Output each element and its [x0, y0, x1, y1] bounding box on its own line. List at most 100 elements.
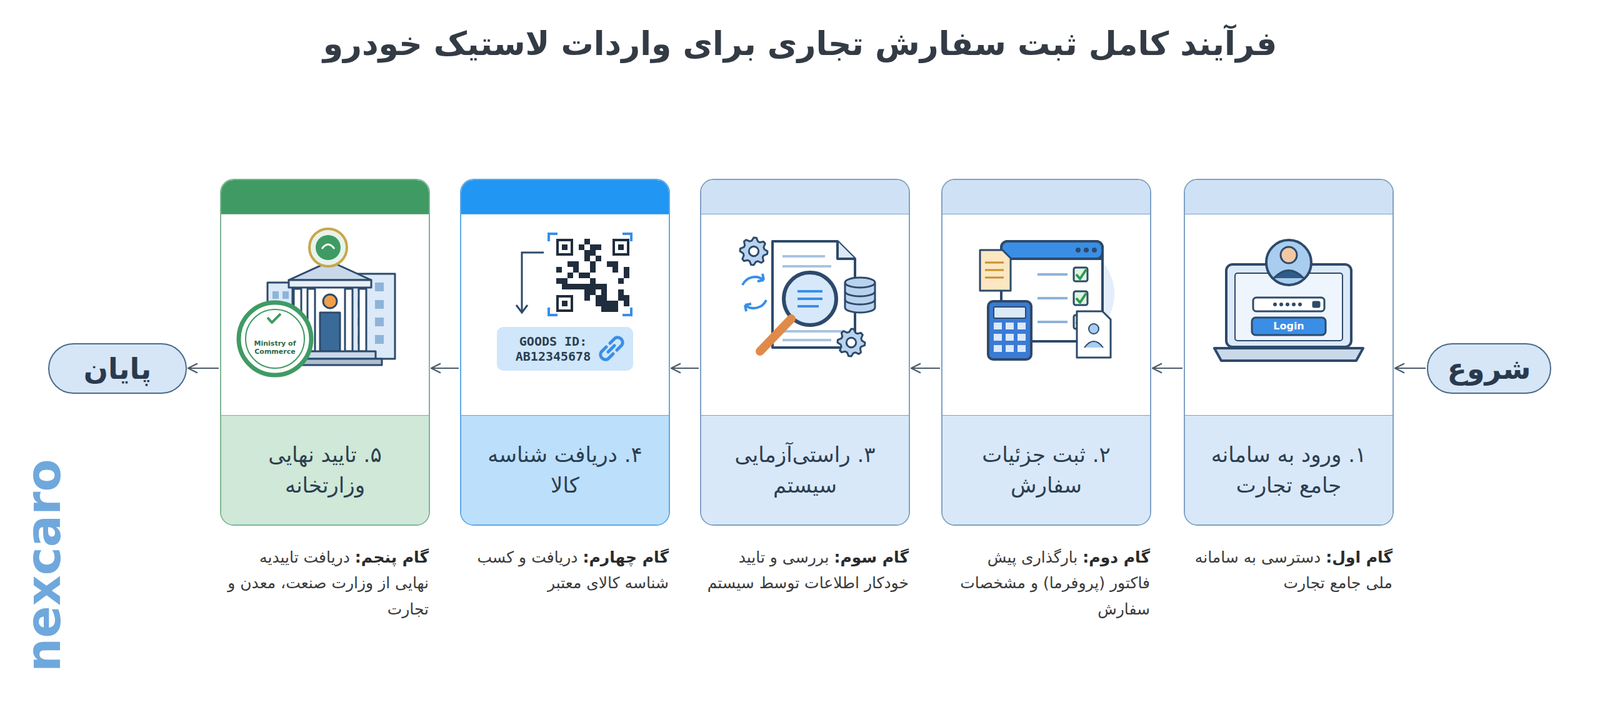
verification-icon-part-part: [797, 297, 823, 300]
goods-id-icon-part: [600, 337, 623, 360]
ministry-building-icon-part-part: [375, 300, 384, 309]
order-form-icon-part: [1001, 241, 1103, 259]
order-form-icon-part: [993, 322, 1026, 352]
goods-id-icon-part: [595, 295, 602, 301]
order-form-icon-part: [1075, 247, 1097, 253]
goods-id-icon-part: [612, 266, 619, 273]
flow-arrow: [671, 367, 699, 369]
laptop-icon-part: [1273, 270, 1304, 279]
goods-id-icon-part: [584, 250, 590, 256]
card-title-band: ۳. راستی‌آزمایی سیستم: [701, 415, 909, 525]
ministry-building-icon-part: [309, 228, 347, 267]
terminal-label: شروع: [1447, 351, 1532, 386]
step-description: گام سوم:بررسی و تایید خودکار اطلاعات توس…: [702, 544, 909, 597]
ministry-building-icon-part: [267, 313, 281, 323]
verification-icon-part-part: [782, 330, 844, 333]
terminal-pill: پایان: [48, 343, 187, 394]
order-form-icon-part: [985, 262, 1004, 278]
laptop-icon-part-part: [1273, 302, 1277, 307]
step-title: ۴. دریافت شناسه کالا: [461, 439, 669, 502]
goods-id-icon-part-part: [548, 233, 558, 242]
laptop-icon-part-part: [1279, 302, 1284, 307]
order-form-icon-part-part: [1017, 333, 1026, 341]
goods-id-icon-part: [595, 255, 602, 262]
ministry-building-icon-part: [245, 309, 305, 369]
ministry-building-icon-part: [321, 244, 335, 249]
goods-id-icon-part: [584, 289, 590, 295]
card-header-band: [1185, 180, 1393, 215]
order-form-icon-part: [1076, 311, 1111, 358]
flow-arrow: [431, 367, 459, 369]
goods-id-icon-part: [618, 278, 624, 284]
ministry-building-icon-part-part: [282, 291, 289, 299]
order-form-icon-part-part: [993, 345, 1002, 352]
flow-arrow: [1152, 367, 1183, 369]
verification-icon-part-part: [745, 303, 752, 312]
watermark: nexcaro: [15, 434, 72, 697]
goods-id-icon-part: [590, 266, 596, 273]
flow-arrow: [1395, 367, 1426, 369]
goods-id-icon-part: [606, 300, 613, 307]
goods-id-icon-part: [595, 244, 602, 250]
goods-id-icon-part: [584, 295, 590, 301]
card-header-band: [221, 180, 429, 215]
goods-id-icon-part: [601, 306, 607, 312]
verification-icon-part-part: [797, 290, 823, 293]
goods-id-icon-part: [590, 283, 596, 290]
card-title-band: ۵. تایید نهایی وزارتخانه: [221, 415, 429, 525]
goods-id-icon-part: [601, 300, 607, 307]
order-form-icon-part-part: [1073, 267, 1088, 282]
goods-id-icon-part: [606, 261, 613, 267]
order-form-icon-part-part: [1091, 247, 1097, 253]
process-card: ۲. ثبت جزئیات سفارشگام دوم:بارگذاری پیش …: [941, 178, 1152, 526]
verification-icon-part-part: [845, 277, 875, 288]
order-form-icon-part-part: [1076, 269, 1087, 279]
goods-id-icon-part: [578, 244, 585, 250]
step-description: گام اول:دسترسی به سامانه ملی جامع تجارت: [1186, 544, 1393, 597]
ministry-building-icon-part: [288, 280, 372, 288]
goods-id-icon-part: [557, 240, 572, 255]
laptop-icon-part: [1273, 302, 1302, 307]
ministry-building-icon-part-part: [358, 288, 367, 352]
order-form-icon-part: [1088, 323, 1099, 334]
verification-icon-part: [782, 256, 844, 340]
flow-arrow: [188, 367, 219, 369]
goods-id-icon-part: [623, 272, 630, 279]
goods-id-icon-part: [584, 255, 590, 262]
step-title: ۵. تایید نهایی وزارتخانه: [221, 439, 429, 502]
goods-id-icon-part-part: [608, 345, 615, 352]
goods-id-icon-part: [590, 289, 596, 295]
laptop-icon-part: [1251, 317, 1326, 335]
seal-text: Ministry of Commerce: [251, 339, 299, 356]
step-number-lead: گام چهارم:: [582, 548, 669, 567]
order-form-icon-part-part: [1005, 322, 1014, 330]
laptop-icon-part: [1214, 348, 1364, 361]
goods-id-icon-part: [521, 252, 544, 312]
ministry-building-icon-part: [315, 235, 341, 260]
goods-id-icon-part: [613, 240, 629, 255]
verification-icon-part-part: [845, 291, 875, 297]
step-title: ۱. ورود به سامانه جامع تجارت: [1185, 439, 1393, 502]
goods-id-icon-part: [612, 261, 619, 267]
order-form-icon-part-part: [985, 261, 1004, 264]
goods-id-icon-part: [584, 238, 590, 245]
laptop-icon-part: [1280, 246, 1297, 264]
goods-id-icon-part: [561, 283, 568, 290]
goods-id-icon-part: [584, 272, 590, 279]
goods-id-icon-part: [573, 261, 579, 267]
order-form-icon-part: [988, 301, 1032, 360]
ministry-building-icon-part: [320, 312, 340, 352]
goods-id-icon-part: [618, 244, 624, 250]
ministry-building-icon-part-part: [345, 288, 353, 352]
verification-icon-part-part: [845, 299, 875, 305]
verification-icon-part: [846, 337, 856, 347]
card-header-band: [461, 180, 669, 215]
step-description: گام دوم:بارگذاری پیش فاکتور (پروفرما) و …: [943, 544, 1150, 622]
order-form-icon-part-part: [1005, 333, 1014, 341]
verification-icon-part: [740, 237, 768, 265]
goods-id-badge: GOODS ID: AB12345678: [500, 333, 607, 364]
goods-id-icon-part: [561, 278, 568, 284]
goods-id-icon-part: [595, 300, 602, 307]
